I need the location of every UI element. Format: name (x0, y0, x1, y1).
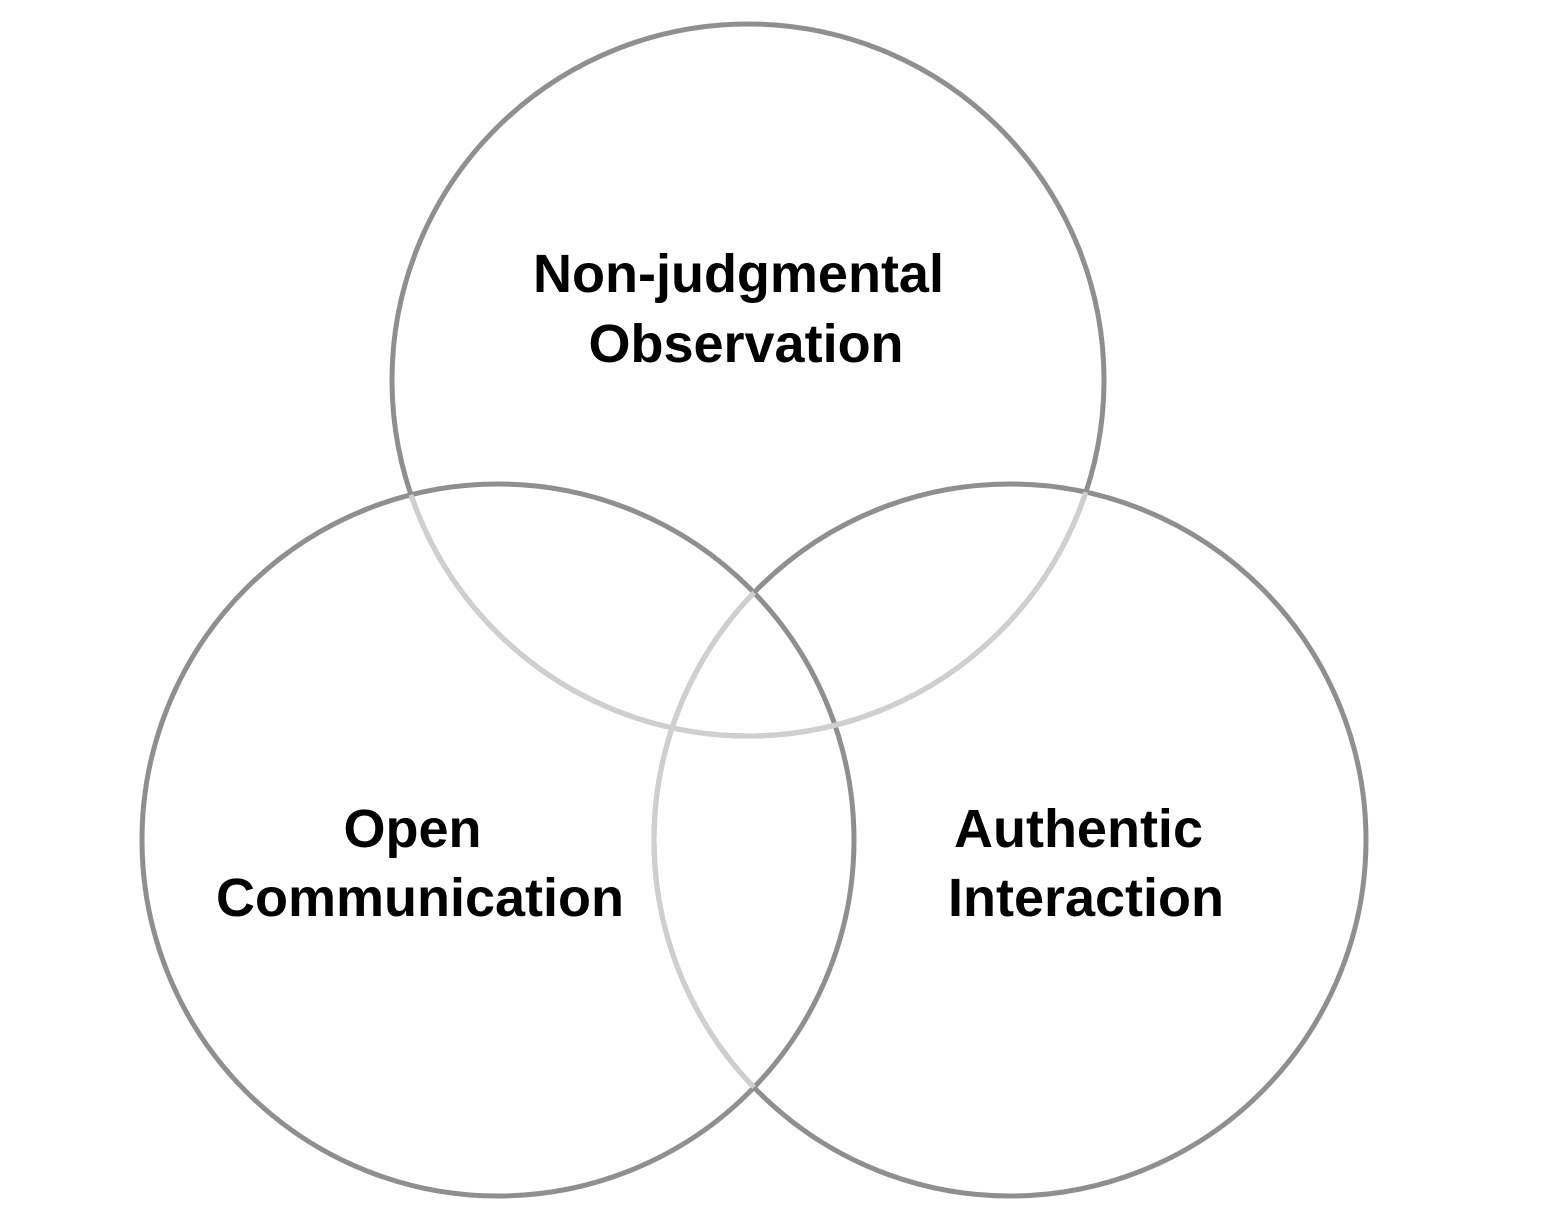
circle-open-communication (139, 481, 857, 1199)
label-line: Open (343, 799, 481, 859)
label-line: Communication (216, 868, 624, 928)
label-line: Authentic (954, 799, 1203, 859)
label-open-communication: Open Communication (216, 799, 624, 928)
top-circle-arc-in-left (389, 484, 854, 739)
label-line: Interaction (948, 868, 1224, 928)
top-circle-arc-in-right (654, 484, 1107, 739)
right-circle-arc-in-left (651, 484, 854, 1196)
label-non-judgmental-observation: Non-judgmental Observation (533, 244, 959, 374)
circle-non-judgmental-observation (389, 21, 1107, 739)
label-line: Non-judgmental (533, 244, 944, 304)
label-line: Observation (588, 314, 903, 374)
label-authentic-interaction: Authentic Interaction (948, 799, 1224, 928)
